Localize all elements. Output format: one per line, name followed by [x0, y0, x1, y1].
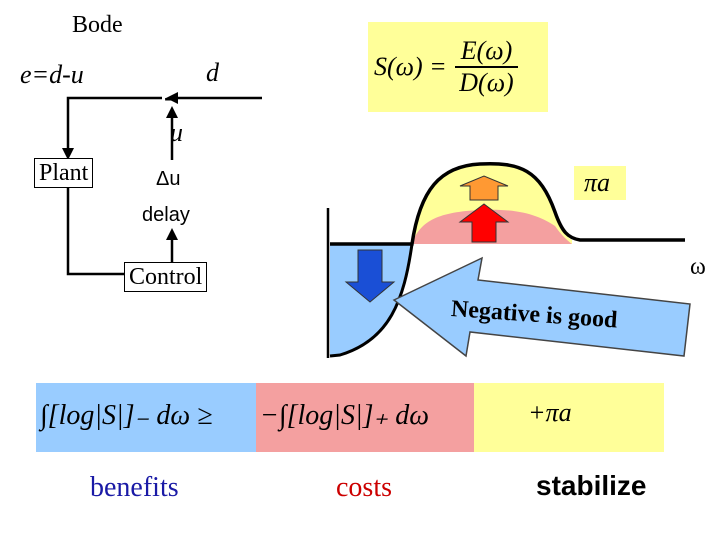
red-up-arrow: [458, 203, 510, 243]
costs-band: [256, 383, 474, 452]
u-arrowhead: [166, 106, 178, 118]
stabilize-band: [474, 383, 664, 452]
inequality-left: ∫[log|S|]₋ dω ≥: [40, 400, 213, 431]
benefits-label: benefits: [90, 472, 179, 503]
costs-label: costs: [336, 472, 392, 503]
delta-u-label: Δu: [156, 168, 181, 190]
disturbance-arrowhead: [166, 92, 178, 104]
error-equation: e=d-u: [20, 60, 84, 89]
control-block: Control: [124, 262, 208, 292]
sensitivity-curve: [330, 161, 685, 246]
error-line: [66, 96, 162, 152]
pi-a-background: [574, 166, 626, 200]
minus-sign: -: [164, 80, 174, 113]
inequality-right: −∫[log|S|]₊ dω: [260, 400, 430, 431]
pi-a-label: πa: [584, 168, 611, 197]
u-label: u: [170, 118, 183, 147]
formula-numerator: E(ω): [454, 36, 519, 68]
error-arrowhead: [62, 148, 74, 160]
disturbance-label: d: [206, 58, 219, 87]
bode-title: Bode: [72, 12, 123, 38]
plant-block: Plant: [34, 158, 94, 188]
orange-up-arrow: [459, 175, 509, 201]
delay-arrowhead: [166, 228, 178, 240]
formula-fraction: E(ω) D(ω): [454, 36, 519, 98]
delay-label: delay: [142, 204, 190, 226]
negative-is-good-arrow: [392, 256, 691, 358]
blue-down-arrow: [344, 249, 396, 303]
omega-label: ω: [690, 254, 706, 280]
benefits-band: [36, 383, 256, 452]
stabilize-label: stabilize: [536, 470, 647, 501]
inequality-extra: +πa: [528, 398, 572, 427]
sensitivity-formula: S(ω) = E(ω) D(ω): [374, 36, 519, 98]
formula-lhs: S(ω) =: [374, 52, 447, 81]
negative-curve: [329, 243, 414, 358]
formula-denominator: D(ω): [459, 68, 514, 97]
plant-output-line: [66, 188, 124, 276]
